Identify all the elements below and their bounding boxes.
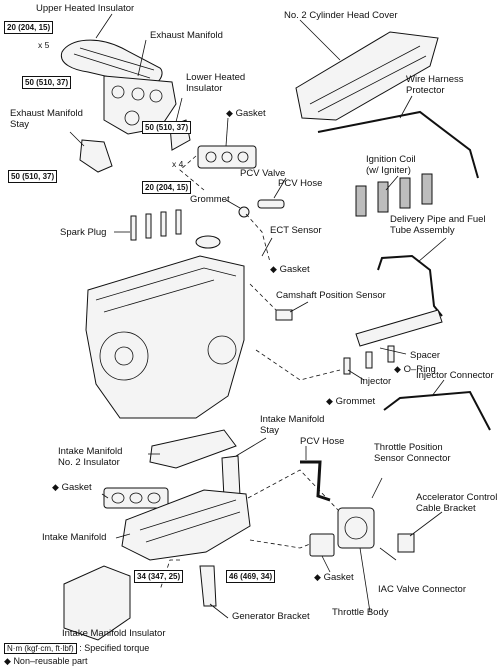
accelerator-bracket-shape — [397, 533, 415, 553]
generator-bracket-shape — [199, 565, 217, 607]
label-iac-valve: IAC Valve Connector — [378, 584, 467, 595]
label-upper-heated-insulator: Upper Heated Insulator — [36, 3, 135, 14]
cylinder-head-cover-shape — [295, 31, 439, 121]
wire-harness-shape — [317, 110, 479, 179]
label-wire-harness-protector: Wire Harness Protector — [406, 74, 464, 96]
label-throttle-position-sensor: Throttle Position Sensor Connector — [374, 442, 451, 464]
count-x4: x 4 — [172, 159, 184, 169]
torque-box: 50 (510, 37) — [142, 121, 192, 134]
label-camshaft-sensor: Camshaft Position Sensor — [276, 290, 386, 301]
legend-torque-unit: N·m (kgf·cm, ft·lbf) — [4, 643, 77, 654]
torque-box: 20 (204, 15) — [4, 21, 54, 34]
label-generator-bracket: Generator Bracket — [232, 611, 310, 622]
legend-diamond-icon: ◆ — [4, 656, 11, 666]
label-ect-sensor: ECT Sensor — [270, 225, 322, 236]
spark-plugs-shape — [130, 209, 182, 241]
intake-manifold-insulator-shape — [63, 565, 131, 641]
torque-box: 34 (347, 25) — [134, 570, 184, 583]
torque-box: 50 (510, 37) — [22, 76, 72, 89]
label-intake-manifold: Intake Manifold — [42, 532, 107, 543]
label-injector-connector: Injector Connector — [416, 370, 494, 381]
label-throttle-body: Throttle Body — [332, 607, 389, 618]
label-gasket-top: ◆ Gasket — [226, 108, 266, 119]
camshaft-sensor-shape — [275, 309, 293, 321]
throttle-body-shape — [337, 507, 375, 549]
oil-cap-shape — [195, 235, 221, 249]
label-gasket-throttle: ◆ Gasket — [314, 572, 354, 583]
label-cylinder-head-cover: No. 2 Cylinder Head Cover — [284, 10, 398, 21]
label-gasket-ect: ◆ Gasket — [270, 264, 310, 275]
pcv-valve-shape — [257, 199, 285, 209]
intake-gasket-shape — [103, 487, 169, 509]
label-pcv-hose-bottom: PCV Hose — [300, 436, 345, 447]
label-intake-manifold-stay: Intake Manifold Stay — [260, 414, 325, 436]
count-x5: x 5 — [38, 40, 50, 50]
exhaust-manifold-stay-shape — [79, 139, 113, 173]
label-spacer: Spacer — [410, 350, 441, 361]
throttle-gasket-shape — [309, 533, 335, 557]
injector-harness-shape — [383, 390, 491, 431]
injectors-shape — [343, 345, 395, 375]
leader-lines — [69, 13, 447, 619]
engine-block-shape — [85, 255, 245, 419]
assembly-lines — [159, 155, 341, 591]
label-accelerator-bracket: Accelerator Control Cable Bracket — [416, 492, 498, 514]
label-intake-manifold-no2: Intake Manifold No. 2 Insulator — [58, 446, 123, 468]
label-exhaust-manifold-stay: Exhaust Manifold Stay — [10, 108, 83, 130]
label-lower-heated-insulator: Lower Heated Insulator — [186, 72, 246, 94]
label-o-ring: ◆ O–Ring — [394, 364, 436, 375]
exhaust-gasket-shape — [197, 145, 257, 169]
torque-box: 20 (204, 15) — [142, 181, 192, 194]
torque-box: 50 (510, 37) — [8, 170, 58, 183]
legend-nonreusable-desc: Non–reusable part — [13, 656, 88, 666]
label-pcv-valve: PCV Valve — [240, 168, 286, 179]
label-grommet-top: Grommet — [190, 194, 230, 205]
label-ignition-coil: Ignition Coil (w/ Igniter) — [366, 154, 416, 176]
label-intake-manifold-insulator: Intake Manifold Insulator — [62, 628, 166, 639]
legend-torque-desc: : Specified torque — [79, 643, 150, 653]
legend: N·m (kgf·cm, ft·lbf) : Specified torque … — [4, 642, 149, 667]
delivery-pipe-shape — [355, 309, 443, 347]
label-grommet-bottom: ◆ Grommet — [326, 396, 376, 407]
fuel-tube-shape — [377, 254, 443, 317]
torque-box: 46 (469, 34) — [226, 570, 276, 583]
ignition-coils-shape — [355, 173, 433, 217]
label-gasket-intake: ◆ Gasket — [52, 482, 92, 493]
pcv-hose-bottom-shape — [300, 460, 331, 502]
label-exhaust-manifold: Exhaust Manifold — [150, 30, 223, 41]
label-injector: Injector — [360, 376, 392, 387]
label-spark-plug: Spark Plug — [60, 227, 107, 238]
intake-manifold-shape — [121, 489, 251, 561]
upper-heated-insulator-shape — [60, 39, 163, 87]
label-delivery-pipe: Delivery Pipe and Fuel Tube Assembly — [390, 214, 486, 236]
label-pcv-hose-top: PCV Hose — [278, 178, 323, 189]
intake-insulator-no2-shape — [149, 429, 237, 469]
